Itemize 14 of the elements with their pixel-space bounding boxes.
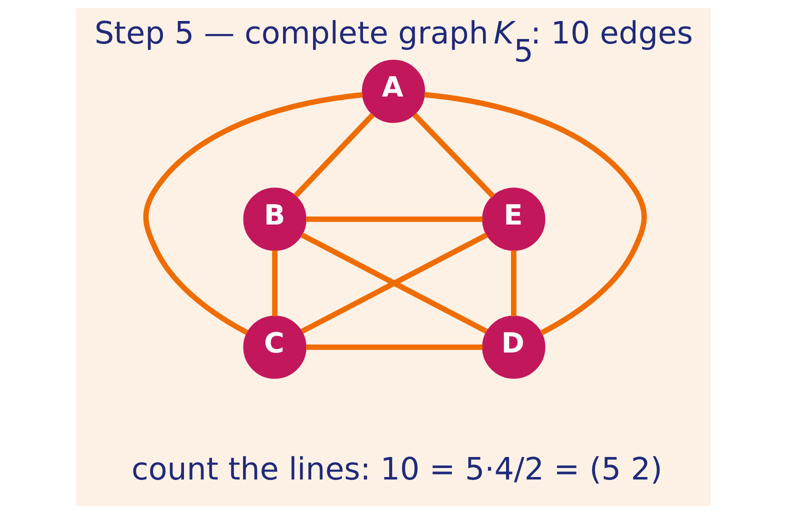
connector (272, 250, 278, 316)
connector (412, 112, 495, 198)
connector (306, 216, 482, 222)
node-circle: D (482, 316, 546, 379)
node-circle: B (243, 188, 306, 251)
connector (294, 112, 375, 198)
caption: count the lines: 10 = 5·4/2 = (5 2) (131, 452, 662, 488)
node-circle: A (362, 60, 426, 123)
connector (424, 92, 647, 336)
node-circle: E (482, 188, 546, 251)
connector (511, 250, 516, 316)
connector (143, 92, 363, 335)
connector (306, 344, 482, 350)
node-circle: C (243, 316, 306, 379)
